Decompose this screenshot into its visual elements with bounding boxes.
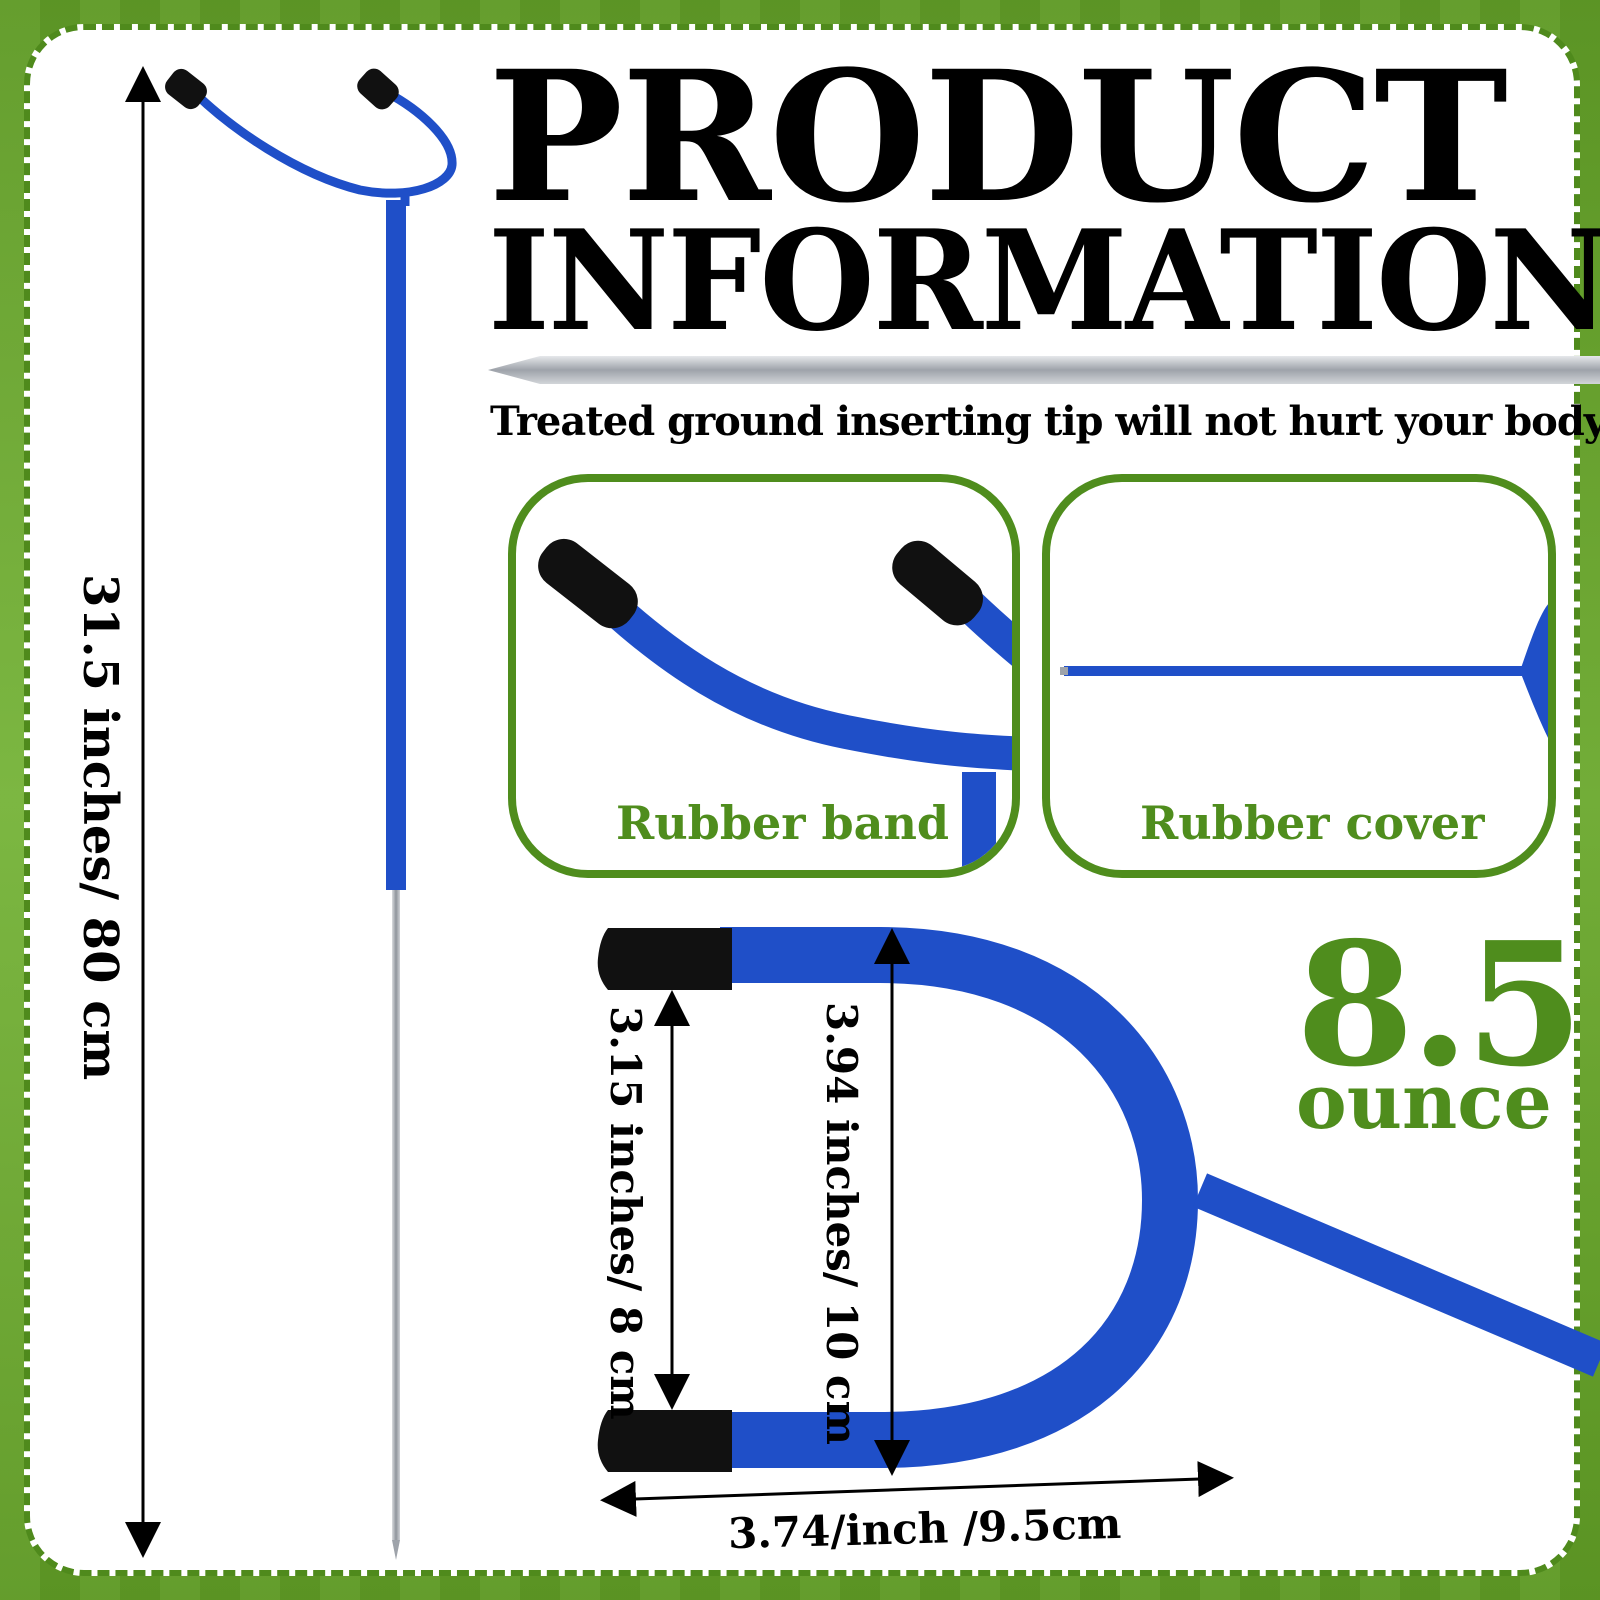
width-label: 3.74/inch /9.5cm	[727, 1498, 1122, 1559]
u-hook-closeup	[597, 927, 1600, 1472]
tagline: Treated ground inserting tip will not hu…	[490, 398, 1600, 445]
feature-card-rubber-band: Rubber band	[508, 474, 1020, 878]
full-stake	[165, 68, 457, 1560]
feature-card-rubber-cover: Rubber cover	[1042, 474, 1556, 878]
total-height-label: 31.5 inches/ 80 cm	[72, 574, 128, 1081]
width-arrow	[600, 1461, 1234, 1517]
outer-height-label: 3.94 inches/ 10 cm	[817, 1002, 866, 1445]
weight-unit: ounce	[1296, 1057, 1552, 1146]
title-line-2: INFORMATION	[488, 199, 1600, 362]
weight-value: 8.5	[1296, 905, 1584, 1105]
inner-height-label: 3.15 inches/ 8 cm	[601, 1006, 650, 1420]
rubber-band-label: Rubber band	[616, 796, 950, 850]
silver-pin	[488, 356, 1600, 384]
rubber-band-closeup	[538, 538, 1012, 870]
rubber-cover-closeup	[1060, 604, 1548, 738]
rubber-cover-label: Rubber cover	[1140, 796, 1485, 850]
title-line-1: PRODUCT	[488, 32, 1508, 243]
